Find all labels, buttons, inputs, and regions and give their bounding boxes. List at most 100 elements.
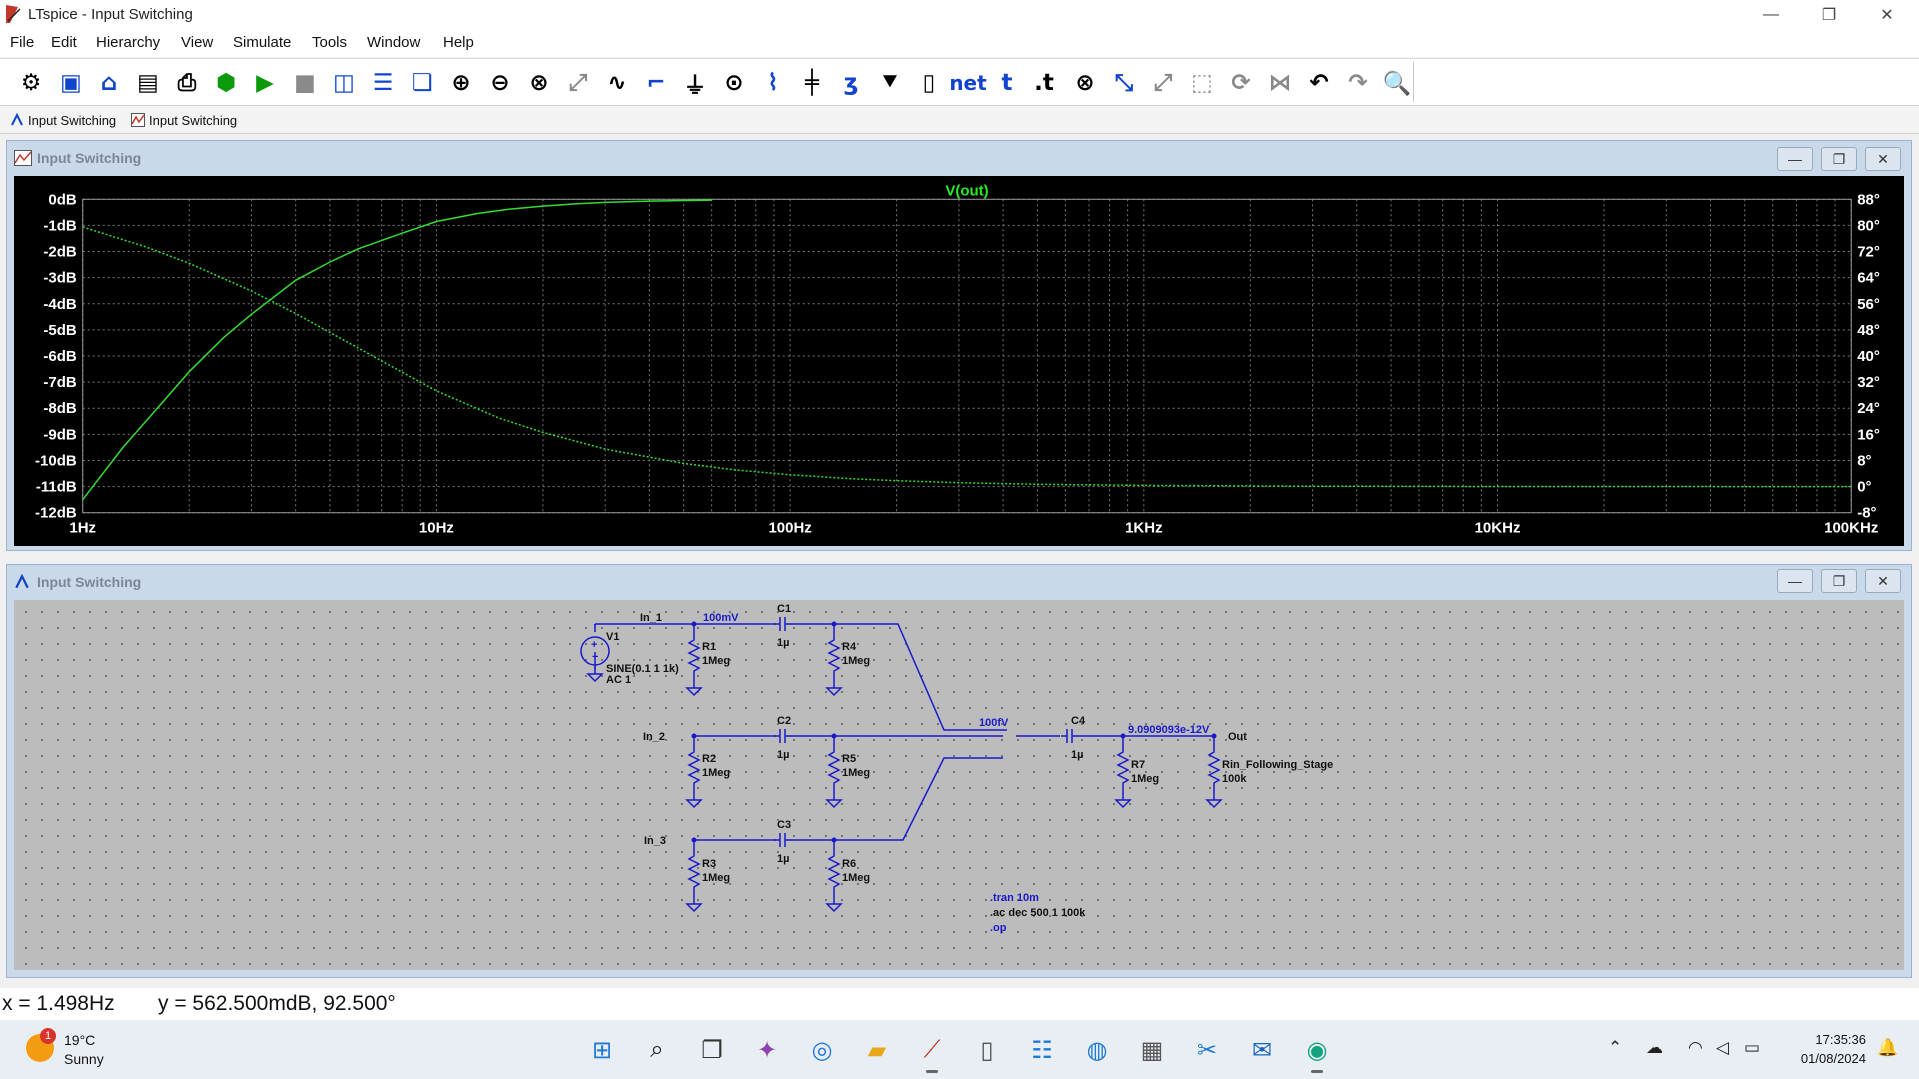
halt-icon[interactable]: ■ xyxy=(294,70,316,96)
menu-hierarchy[interactable]: Hierarchy xyxy=(96,34,161,51)
tile-horizontal-icon[interactable]: ☰ xyxy=(372,70,394,96)
resistor-r6[interactable] xyxy=(826,847,842,912)
weather-description[interactable]: Sunny xyxy=(64,1051,104,1067)
calculator-icon[interactable]: ▦ xyxy=(1140,1036,1164,1064)
capacitor-c3[interactable] xyxy=(773,830,792,850)
resistor-r1[interactable] xyxy=(686,631,702,696)
tray-chevron-icon[interactable]: ⌃ xyxy=(1608,1038,1623,1057)
resistor-r5[interactable] xyxy=(826,743,842,808)
delete-icon[interactable]: ⊗ xyxy=(1075,70,1095,96)
resistor-r3[interactable] xyxy=(686,847,702,912)
menu-simulate[interactable]: Simulate xyxy=(233,34,292,51)
directive-tran[interactable]: .tran 10m xyxy=(990,892,1039,904)
close-button[interactable]: ✕ xyxy=(1880,7,1894,24)
zoom-back-icon[interactable]: ⤢ xyxy=(568,70,588,96)
menu-file[interactable]: File xyxy=(10,34,35,51)
find-icon[interactable]: 🔍 xyxy=(1382,70,1412,97)
component-icon[interactable]: ▯ xyxy=(922,70,936,96)
mirror-icon[interactable]: ⋈ xyxy=(1268,70,1292,96)
resistor-r7[interactable] xyxy=(1115,743,1131,808)
ac-analysis-icon[interactable]: ⬢ xyxy=(215,70,237,96)
capacitor-icon[interactable]: ╪ xyxy=(805,70,819,96)
tab-schematic[interactable]: Input Switching xyxy=(10,110,116,130)
outlook-icon[interactable]: ✉ xyxy=(1251,1036,1273,1064)
capacitor-c2[interactable] xyxy=(773,726,792,746)
notepad-icon[interactable]: ▯ xyxy=(980,1036,994,1064)
restore-button[interactable]: ❐ xyxy=(1821,7,1837,24)
menu-tools[interactable]: Tools xyxy=(312,34,348,51)
cascade-icon[interactable]: ❏ xyxy=(411,70,433,96)
drag-icon[interactable]: ⬚ xyxy=(1191,70,1213,96)
network-app-icon[interactable]: ◍ xyxy=(1086,1036,1108,1064)
ltspice-taskbar-icon[interactable]: ⟋ xyxy=(923,1036,941,1063)
run-icon[interactable]: ▶ xyxy=(256,70,274,96)
schematic-close-button[interactable]: ✕ xyxy=(1865,569,1901,593)
settings-icon[interactable]: ⚙ xyxy=(20,70,42,96)
undo-icon[interactable]: ↶ xyxy=(1309,70,1329,96)
notification-bell-icon[interactable]: 🔔 xyxy=(1877,1038,1899,1057)
zoom-fit-icon[interactable]: ⊗ xyxy=(529,70,549,96)
clock-time[interactable]: 17:35:36 xyxy=(1815,1032,1866,1047)
window-title: LTspice - Input Switching xyxy=(28,6,193,23)
resistor-icon[interactable]: ⌇ xyxy=(767,70,779,96)
edge-icon[interactable]: ◉ xyxy=(1306,1036,1328,1064)
plot-restore-button[interactable]: ❐ xyxy=(1821,147,1857,171)
menu-window[interactable]: Window xyxy=(367,34,421,51)
tab-waveform[interactable]: Input Switching xyxy=(131,110,237,130)
schematic-window-icon xyxy=(15,574,29,589)
text-icon[interactable]: t xyxy=(1001,70,1013,96)
windows-start-icon[interactable]: ⊞ xyxy=(591,1036,613,1064)
move-icon[interactable]: ⤢ xyxy=(1153,70,1173,96)
capacitor-c4[interactable] xyxy=(1060,726,1079,746)
voltage-source-v1[interactable]: + − xyxy=(580,636,610,682)
menu-view[interactable]: View xyxy=(181,34,214,51)
redo-icon[interactable]: ↷ xyxy=(1348,70,1368,96)
resistor-r4[interactable] xyxy=(826,631,842,696)
menu-help[interactable]: Help xyxy=(443,34,474,51)
save-icon[interactable]: ▤ xyxy=(137,70,159,96)
zoom-in-icon[interactable]: ⊕ xyxy=(451,70,471,96)
plot-minimize-button[interactable]: — xyxy=(1777,147,1813,171)
resistor-rin[interactable] xyxy=(1206,743,1222,808)
task-view-icon[interactable]: ❐ xyxy=(701,1036,723,1064)
ground-icon[interactable]: ⏚ xyxy=(683,73,707,99)
open-icon[interactable]: ⌂ xyxy=(100,70,118,96)
tile-vertical-icon[interactable]: ◫ xyxy=(333,70,355,96)
wire-icon[interactable]: ⌐ xyxy=(646,70,666,96)
plot-close-button[interactable]: ✕ xyxy=(1865,147,1901,171)
y-left-tick-label: -7dB xyxy=(43,374,77,391)
directive-op[interactable]: .op xyxy=(990,922,1007,934)
spice-directive-icon[interactable]: .t xyxy=(1034,70,1054,96)
resistor-r2[interactable] xyxy=(686,743,702,808)
volume-icon[interactable]: ◁ xyxy=(1716,1038,1730,1057)
wifi-icon[interactable]: ◠ xyxy=(1688,1038,1703,1057)
zoom-out-icon[interactable]: ⊖ xyxy=(490,70,510,96)
schematic-minimize-button[interactable]: — xyxy=(1777,569,1813,593)
net-icon[interactable]: net xyxy=(949,71,987,95)
search-icon[interactable]: ⌕ xyxy=(650,1036,664,1063)
duplicate-icon[interactable]: ⤡ xyxy=(1114,70,1134,96)
clock-date[interactable]: 01/08/2024 xyxy=(1800,1051,1866,1066)
edge-legacy-icon[interactable]: ◎ xyxy=(811,1036,833,1064)
copilot-icon[interactable]: ✦ xyxy=(756,1036,778,1064)
directive-ac[interactable]: .ac dec 500 1 100k xyxy=(990,907,1086,919)
schematic-canvas[interactable]: + − xyxy=(14,600,1904,970)
minimize-button[interactable]: — xyxy=(1763,6,1779,23)
snipping-tool-icon[interactable]: ✂ xyxy=(1196,1036,1218,1064)
capacitor-c1[interactable] xyxy=(773,614,792,634)
onedrive-icon[interactable]: ☁ xyxy=(1646,1038,1663,1057)
inductor-icon[interactable]: ʒ xyxy=(843,70,859,96)
label-net-icon[interactable]: ⊙ xyxy=(724,70,744,96)
battery-icon[interactable]: ▭ xyxy=(1744,1038,1761,1057)
weather-temperature[interactable]: 19°C xyxy=(64,1032,96,1048)
menu-edit[interactable]: Edit xyxy=(51,34,77,51)
schematic-restore-button[interactable]: ❐ xyxy=(1821,569,1857,593)
new-schematic-icon[interactable]: ▣ xyxy=(60,70,82,96)
rotate-icon[interactable]: ⟳ xyxy=(1231,70,1251,96)
file-explorer-icon[interactable]: ▰ xyxy=(867,1036,887,1064)
print-icon[interactable]: ⎙ xyxy=(177,70,197,96)
notes-icon[interactable]: ☷ xyxy=(1031,1036,1053,1064)
diode-icon[interactable]: ⯆ xyxy=(880,70,900,96)
autorange-icon[interactable]: ∿ xyxy=(607,70,627,96)
